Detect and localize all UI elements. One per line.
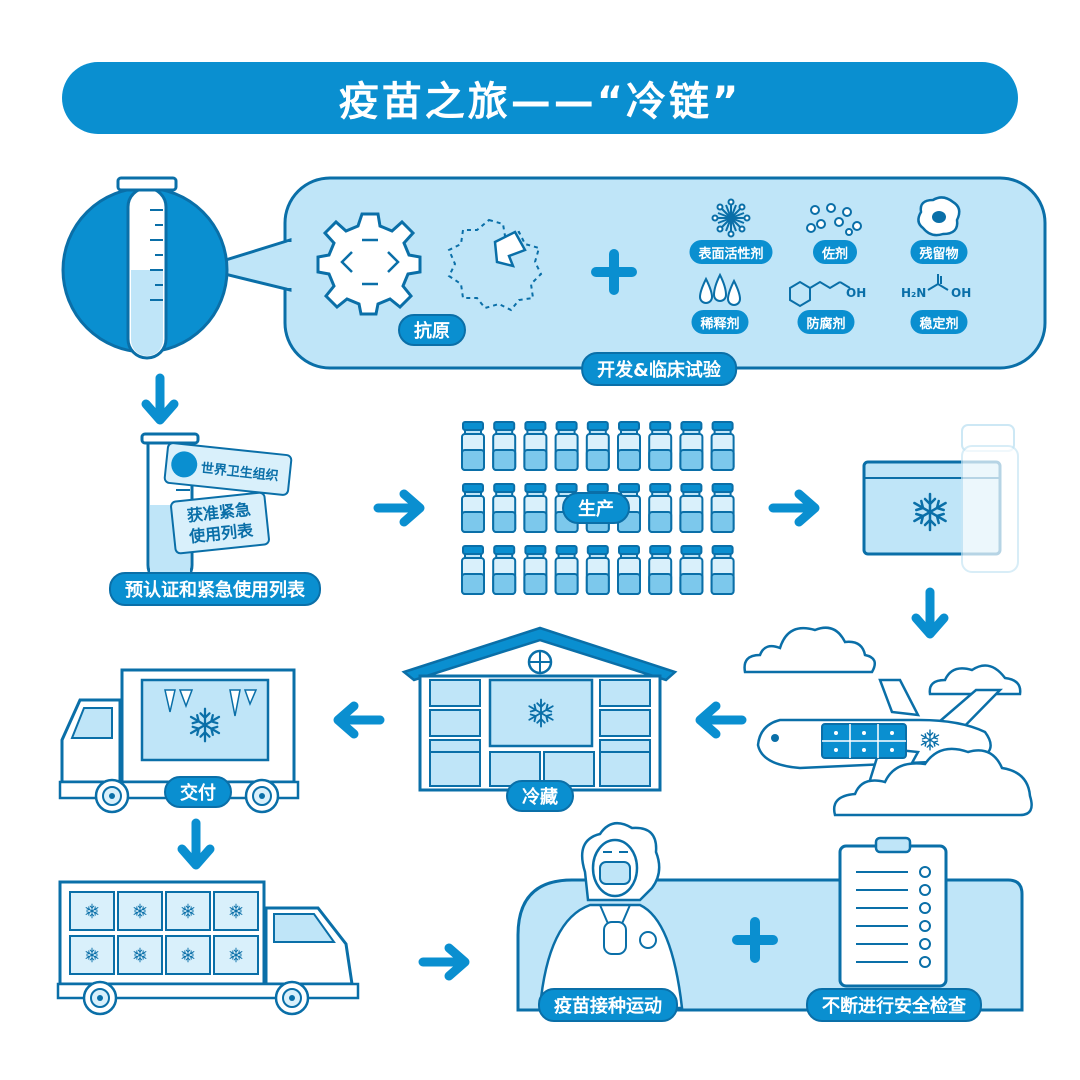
- development-label: 开发&临床试验: [581, 352, 737, 386]
- vial-icon: [492, 483, 517, 533]
- vial-icon: [710, 545, 735, 595]
- surfactant-label: 表面活性剂: [689, 240, 773, 264]
- vial-icon: [648, 421, 673, 471]
- clipboard-icon: [838, 836, 948, 988]
- vial-icon: [461, 545, 485, 595]
- vial-icon: [648, 483, 673, 533]
- residue-icon: [917, 196, 961, 237]
- diluent-label: 稀释剂: [691, 310, 749, 334]
- residue-label: 残留物: [910, 240, 968, 264]
- vial-icon: [523, 421, 548, 471]
- vial-icon: [554, 421, 579, 471]
- vial-icon: [461, 483, 485, 533]
- vial-icon: [461, 421, 485, 471]
- test-tube-icon: [61, 176, 229, 360]
- delivery-truck-icon: [58, 668, 300, 814]
- stabilizer-label: 稳定剂: [910, 310, 968, 334]
- vial-icon: [617, 421, 641, 471]
- vial-icon: [710, 421, 735, 471]
- production-label: 生产: [562, 492, 630, 524]
- preservative-icon: [789, 280, 851, 308]
- vial-icon: [679, 483, 704, 533]
- vial-icon: [648, 545, 673, 595]
- refrigerated-truck-icon: [56, 880, 360, 1016]
- antigen-fragment-icon: [447, 218, 543, 312]
- prequalification-label: 预认证和紧急使用列表: [109, 572, 321, 606]
- who-tag-text: 世界卫生组织: [200, 460, 280, 484]
- adjuvant-label: 佐剂: [812, 240, 858, 264]
- vial-icon: [617, 545, 641, 595]
- vial-icon: [492, 421, 517, 471]
- vial-icon: [679, 421, 704, 471]
- cloud-icon: [928, 664, 1022, 696]
- vial-icon: [585, 545, 610, 595]
- vial-icon: [710, 483, 735, 533]
- warehouse-icon: [401, 626, 678, 792]
- surfactant-icon: [711, 198, 751, 238]
- diluent-icon: [698, 272, 742, 306]
- preservative-label: 防腐剂: [797, 310, 855, 334]
- vial-icon: [554, 545, 579, 595]
- page-title: 疫苗之旅——“冷链”: [62, 62, 1018, 134]
- preservative-oh-text: OH: [846, 286, 867, 300]
- cloud-icon: [743, 626, 877, 674]
- cold-storage-label: 冷藏: [506, 780, 574, 812]
- stabilizer-h2n-text: H₂N: [901, 286, 927, 300]
- delivery-label: 交付: [164, 776, 232, 808]
- vial-icon: [492, 545, 517, 595]
- vial-icon: [523, 545, 548, 595]
- antigen-icon: [316, 212, 422, 316]
- cloud-icon: [832, 747, 1033, 817]
- vial-icon: [585, 421, 610, 471]
- vaccination-label: 疫苗接种运动: [538, 988, 678, 1022]
- antigen-label: 抗原: [398, 314, 466, 346]
- vial-icon: [679, 545, 704, 595]
- eul-tag: 获准紧急 使用列表: [169, 491, 271, 555]
- safety-checks-label: 不断进行安全检查: [806, 988, 982, 1022]
- doctor-icon: [538, 821, 684, 1010]
- vial-icon: [523, 483, 548, 533]
- stabilizer-icon: [927, 274, 949, 291]
- who-emblem-icon: [169, 450, 199, 479]
- adjuvant-icon: [806, 203, 862, 236]
- cold-box-icon: [862, 424, 1019, 573]
- stabilizer-oh-text: OH: [951, 286, 972, 300]
